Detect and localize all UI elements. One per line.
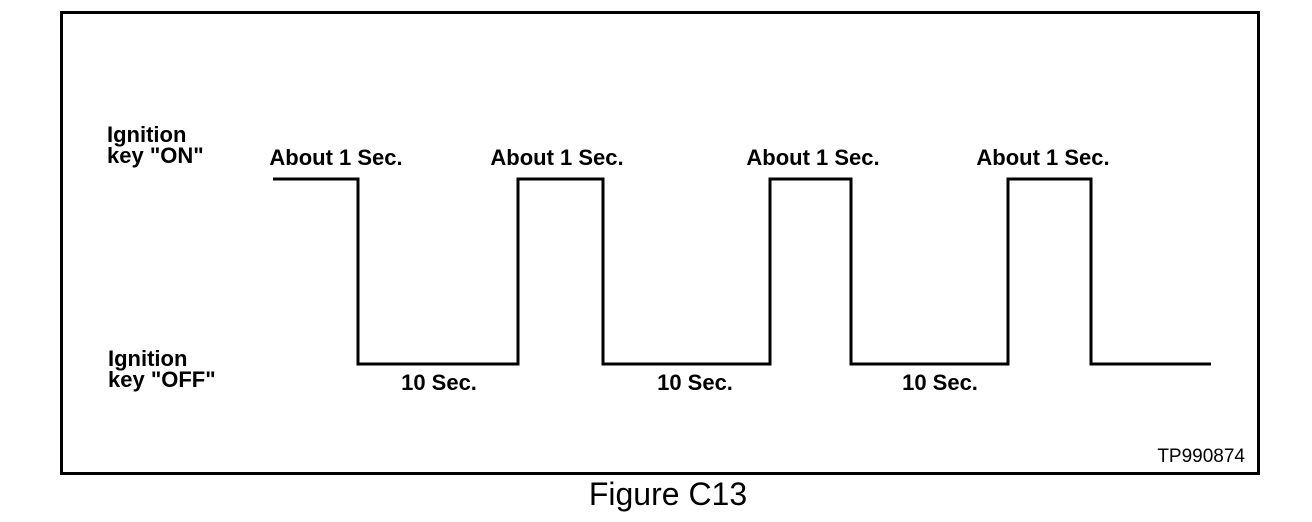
pulse-on-duration-label: About 1 Sec. <box>746 145 880 170</box>
pulse-on-duration-label: About 1 Sec. <box>976 145 1110 170</box>
figure-reference-code: TP990874 <box>1157 446 1245 467</box>
pulse-on-duration-label: About 1 Sec. <box>490 145 624 170</box>
pulse-off-duration-label: 10 Sec. <box>657 370 733 395</box>
ignition-off-label-line2: key "OFF" <box>108 367 216 392</box>
ignition-off-label-line1: Ignition <box>108 346 188 371</box>
pulse-off-duration-label: 10 Sec. <box>902 370 978 395</box>
figure-caption: Figure C13 <box>588 476 748 512</box>
ignition-waveform-line <box>273 177 1211 366</box>
pulse-off-duration-label: 10 Sec. <box>401 370 477 395</box>
ignition-off-label: Ignition key "OFF" <box>108 346 216 392</box>
pulse-on-duration-label: About 1 Sec. <box>269 145 403 170</box>
ignition-on-label-line2: key "ON" <box>107 143 204 168</box>
diagram-border <box>60 11 1260 475</box>
ignition-on-label-line1: Ignition <box>107 122 187 147</box>
ignition-on-label: Ignition key "ON" <box>107 122 204 168</box>
